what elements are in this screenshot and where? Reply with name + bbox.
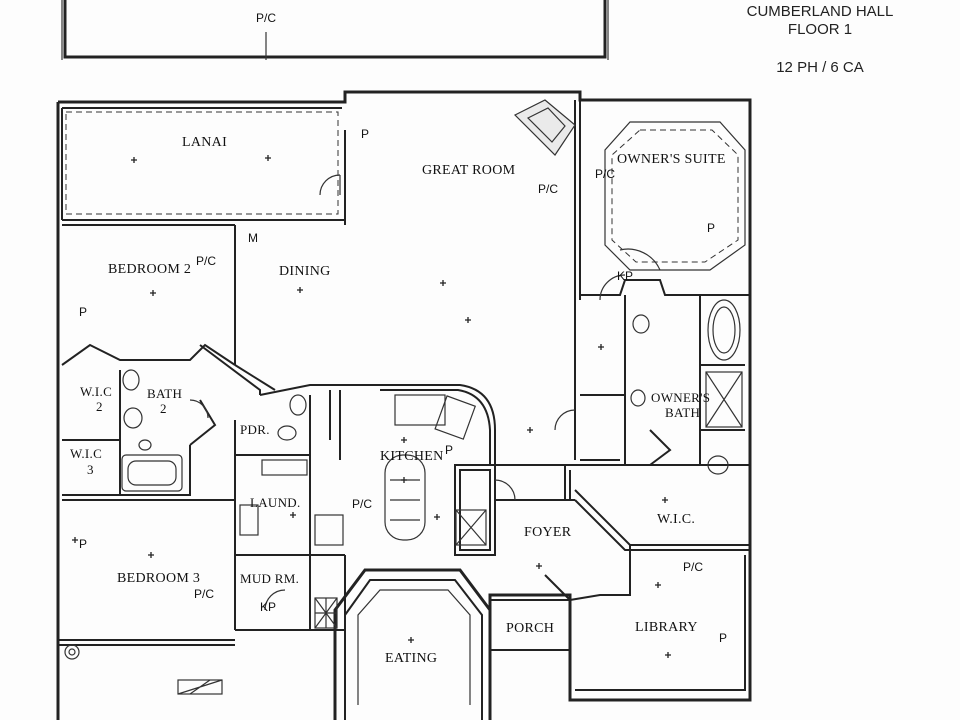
room-label-dining: DINING [279, 264, 331, 279]
pc-marker-kitchen: P/C [352, 497, 373, 511]
room-label-owners-wic: W.I.C. [657, 512, 696, 527]
pc-marker-bedroom-2: P/C [196, 254, 217, 268]
room-label-bath-2-number: 2 [160, 401, 167, 416]
room-label-owners-bath-line2: BATH [665, 405, 701, 420]
door-swings [189, 174, 661, 611]
room-label-wic-3-number: 3 [87, 462, 94, 477]
owners-suite-ceiling [604, 121, 746, 271]
bath-fixtures [121, 299, 743, 546]
p-marker-owners-suite: P [707, 221, 716, 235]
room-label-lanai: LANAI [182, 135, 228, 150]
building-name: CUMBERLAND HALL [746, 3, 894, 20]
kp-marker-mud-room: KP [260, 600, 277, 614]
room-label-wic-2-number: 2 [96, 399, 103, 414]
room-label-library: LIBRARY [635, 620, 698, 635]
room-label-wic-2: W.I.C [80, 384, 113, 399]
room-label-great-room: GREAT ROOM [422, 163, 516, 178]
p-marker-library: P [719, 631, 728, 645]
fixture-counts: 12 PH / 6 CA [776, 59, 864, 76]
room-label-owners-suite: OWNER'S SUITE [617, 152, 726, 167]
p-marker-bedroom-3: P [79, 537, 88, 551]
pc-marker-owners-suite: P/C [595, 167, 616, 181]
interior-walls [61, 100, 750, 691]
room-label-mud-room: MUD RM. [240, 571, 300, 586]
room-label-bedroom-2: BEDROOM 2 [108, 262, 192, 277]
kp-marker-owners-suite: KP [617, 269, 634, 283]
room-label-pdr: PDR. [240, 422, 270, 437]
stairs [314, 597, 338, 629]
fireplace [513, 99, 576, 156]
room-label-foyer: FOYER [524, 525, 572, 540]
pc-marker-top: P/C [256, 11, 277, 25]
room-label-porch: PORCH [506, 621, 555, 636]
room-label-wic-3: W.I.C [70, 446, 103, 461]
exterior-walls [56, 90, 752, 720]
pc-marker-library: P/C [683, 560, 704, 574]
p-marker-bedroom-2: P [79, 305, 88, 319]
p-marker-kitchen: P [445, 443, 454, 457]
floor-name: FLOOR 1 [787, 21, 853, 38]
room-label-bath-2: BATH [147, 386, 183, 401]
garage-bottom [64, 644, 223, 695]
room-label-owners-bath-line1: OWNER'S [651, 390, 711, 405]
room-label-laundry: LAUND. [250, 495, 301, 510]
kitchen-island [384, 394, 477, 541]
m-marker-dining: M [248, 231, 258, 245]
pc-marker-great-room: P/C [538, 182, 559, 196]
room-label-kitchen: KITCHEN [380, 449, 444, 464]
room-label-bedroom-3: BEDROOM 3 [117, 571, 201, 586]
eating-bay [333, 568, 492, 720]
room-label-eating: EATING [385, 651, 438, 666]
pc-marker-bedroom-3: P/C [194, 587, 215, 601]
ceiling-fixtures [72, 155, 671, 658]
top-garage-outline [61, 0, 609, 60]
p-marker-great-room: P [361, 127, 370, 141]
